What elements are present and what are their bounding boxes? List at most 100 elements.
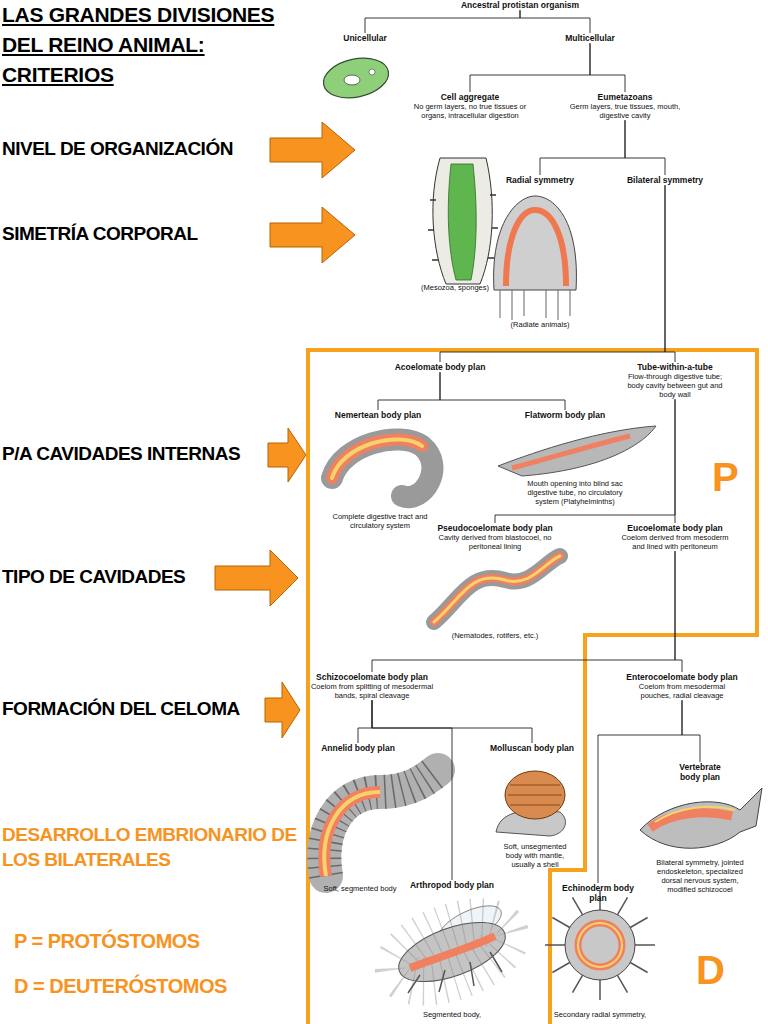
illustration-caption: Complete digestive tract and circulatory… <box>325 512 435 530</box>
taxon-node: Flatworm body plan <box>519 410 611 420</box>
node-heading: Nemertean body plan <box>332 410 424 420</box>
taxon-node: Multicellular <box>555 33 625 43</box>
taxon-node: Vertebrate body plan <box>674 762 726 782</box>
sponge-pores <box>428 195 498 260</box>
illustration-caption: Segmented body, <box>407 1010 497 1019</box>
annelid-gut <box>324 792 380 876</box>
arthropod-segments <box>391 910 513 993</box>
taxon-node: Unicellular <box>330 33 400 43</box>
criterion-label: FORMACIÓN DEL CELOMA <box>2 698 240 720</box>
criterion-label: NIVEL DE ORGANIZACIÓN <box>2 138 233 160</box>
tree-branch <box>378 372 440 410</box>
region-letter: P <box>712 455 739 500</box>
vertebrate-body <box>650 813 732 828</box>
node-heading: Cell aggregate <box>408 92 533 102</box>
tree-branch <box>470 43 590 92</box>
node-heading: Schizocoelomate body plan <box>308 672 436 682</box>
node-description: Cavity derived from blastocoel, no perit… <box>430 533 560 551</box>
node-heading: Tube-within-a-tube <box>622 362 728 372</box>
node-description: Coelom derived from mesoderm and lined w… <box>619 533 731 551</box>
taxon-node: Cell aggregateNo germ layers, no true ti… <box>408 92 533 120</box>
tree-branch <box>540 120 625 175</box>
taxon-node: Acoelomate body plan <box>390 362 490 372</box>
taxon-node: Pseudocoelomate body planCavity derived … <box>430 523 560 551</box>
node-description: Coelom from mesodermal pouches, radial c… <box>623 682 741 700</box>
criterion-arrow <box>265 682 300 738</box>
echinoderm-spines <box>545 890 655 1000</box>
tree-branch <box>372 700 452 880</box>
tree-branch <box>372 551 675 672</box>
illustration-caption: Mouth opening into blind sac digestive t… <box>515 479 635 506</box>
nemertean-gut <box>332 439 422 478</box>
tree-branch <box>675 551 682 672</box>
illustration-caption: Soft, segmented body <box>310 884 410 893</box>
criterion-arrow <box>215 550 298 606</box>
taxon-node: Schizocoelomate body planCoelom from spl… <box>308 672 436 700</box>
criterion-arrow <box>270 207 355 263</box>
node-heading: Eucoelomate body plan <box>619 523 731 533</box>
vertebrate-nerve-cord <box>655 807 735 822</box>
node-heading: Echinoderm body plan <box>554 883 642 903</box>
tree-branch <box>625 120 665 175</box>
development-label: P = PROTÓSTOMOS <box>14 930 200 953</box>
flatworm-drawing <box>498 426 656 476</box>
criterion-label: SIMETRÍA CORPORAL <box>2 223 198 245</box>
taxon-node: Annelid body plan <box>317 743 399 753</box>
node-heading: Annelid body plan <box>317 743 399 753</box>
development-label: DESARROLLO EMBRIONARIO DE LOS BILATERALE… <box>2 822 297 872</box>
arthropod-legs <box>408 952 502 993</box>
annelid-drawing <box>324 770 438 876</box>
nematode-drawing <box>434 556 560 622</box>
node-heading: Radial symmetry <box>500 175 580 185</box>
illustration-caption: (Nematodes, rotifers, etc.) <box>440 631 550 640</box>
tree-branch <box>358 700 372 743</box>
nematode-body <box>434 556 560 622</box>
jellyfish-tentacles <box>500 290 570 320</box>
tree-branch <box>675 399 676 523</box>
node-description: Coelom from splitting of mesodermal band… <box>308 682 436 700</box>
flatworm-gut <box>512 436 630 468</box>
tree-branch <box>365 10 520 33</box>
illustration-caption: Secondary radial symmetry, <box>550 1010 650 1019</box>
tree-branch <box>598 700 682 883</box>
taxon-node: Bilateral symmetry <box>624 175 706 185</box>
node-heading: Vertebrate body plan <box>674 762 726 782</box>
tree-branch <box>495 399 675 523</box>
paramecium-vacuole <box>369 69 375 75</box>
taxon-node: Echinoderm body plan <box>554 883 642 903</box>
nemertean-body <box>332 439 422 478</box>
annelid-segments <box>324 770 438 876</box>
echinoderm-gut <box>578 923 622 967</box>
paramecium-nucleus <box>344 75 360 85</box>
taxon-node: EumetazoansGerm layers, true tissues, mo… <box>569 92 681 120</box>
taxon-node: Nemertean body plan <box>332 410 424 420</box>
vertebrate-drawing <box>640 788 762 848</box>
taxon-node: Arthropod body plan <box>408 880 496 890</box>
criterion-arrow <box>268 428 306 482</box>
node-heading: Eumetazoans <box>569 92 681 102</box>
annelid-body <box>324 792 380 876</box>
region-letter: D <box>696 948 725 993</box>
sponge-cavity <box>448 164 476 280</box>
node-heading: Enterocoelomate body plan <box>623 672 741 682</box>
illustration-caption: (Radiate animals) <box>495 320 585 329</box>
taxon-node: Radial symmetry <box>500 175 580 185</box>
node-heading: Flatworm body plan <box>519 410 611 420</box>
node-description: Germ layers, true tissues, mouth, digest… <box>569 102 681 120</box>
tree-branch <box>440 372 565 410</box>
sponge-drawing <box>433 158 492 284</box>
development-label: D = DEUTERÓSTOMOS <box>14 975 227 998</box>
tree-branch <box>665 185 675 362</box>
echinoderm-body <box>578 923 622 967</box>
jellyfish-drawing <box>494 196 577 290</box>
node-description: No germ layers, no true tissues or organ… <box>408 102 533 120</box>
criterion-label: TIPO DE CAVIDADES <box>2 566 185 588</box>
tree-branch <box>590 43 625 92</box>
illustration-caption: Soft, unsegmented body with mantle, usua… <box>495 842 575 869</box>
node-heading: Arthropod body plan <box>408 880 496 890</box>
mollusc-shell <box>505 771 565 819</box>
protostome-region <box>308 350 757 1024</box>
nematode-gut <box>434 556 560 622</box>
node-heading: Molluscan body plan <box>489 743 575 753</box>
